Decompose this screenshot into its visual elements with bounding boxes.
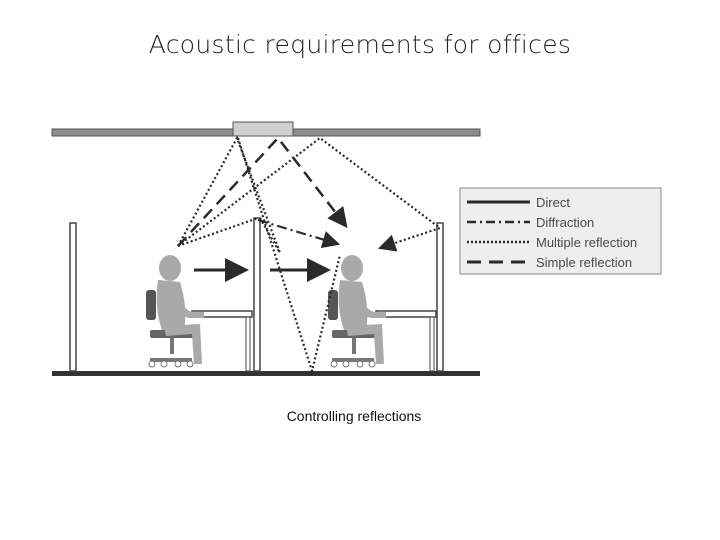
legend-label-direct: Direct xyxy=(536,195,570,210)
legend: Direct Diffraction Multiple reflection S… xyxy=(459,187,662,275)
multiple-reflection-paths xyxy=(177,135,443,376)
legend-label-diffraction: Diffraction xyxy=(536,215,594,230)
legend-label-simple-reflection: Simple reflection xyxy=(536,255,632,270)
simple-reflection-paths xyxy=(177,136,348,247)
right-desk xyxy=(375,310,437,372)
right-partition xyxy=(436,222,444,372)
middle-partition xyxy=(253,217,261,372)
legend-label-multiple-reflection: Multiple reflection xyxy=(536,235,637,250)
floor xyxy=(52,371,480,376)
diffraction-path xyxy=(257,218,341,249)
diagram-caption: Controlling reflections xyxy=(286,408,422,424)
slide-title: Acoustic requirements for offices xyxy=(148,30,572,59)
left-partition xyxy=(69,222,77,372)
ceiling-light xyxy=(232,121,294,137)
